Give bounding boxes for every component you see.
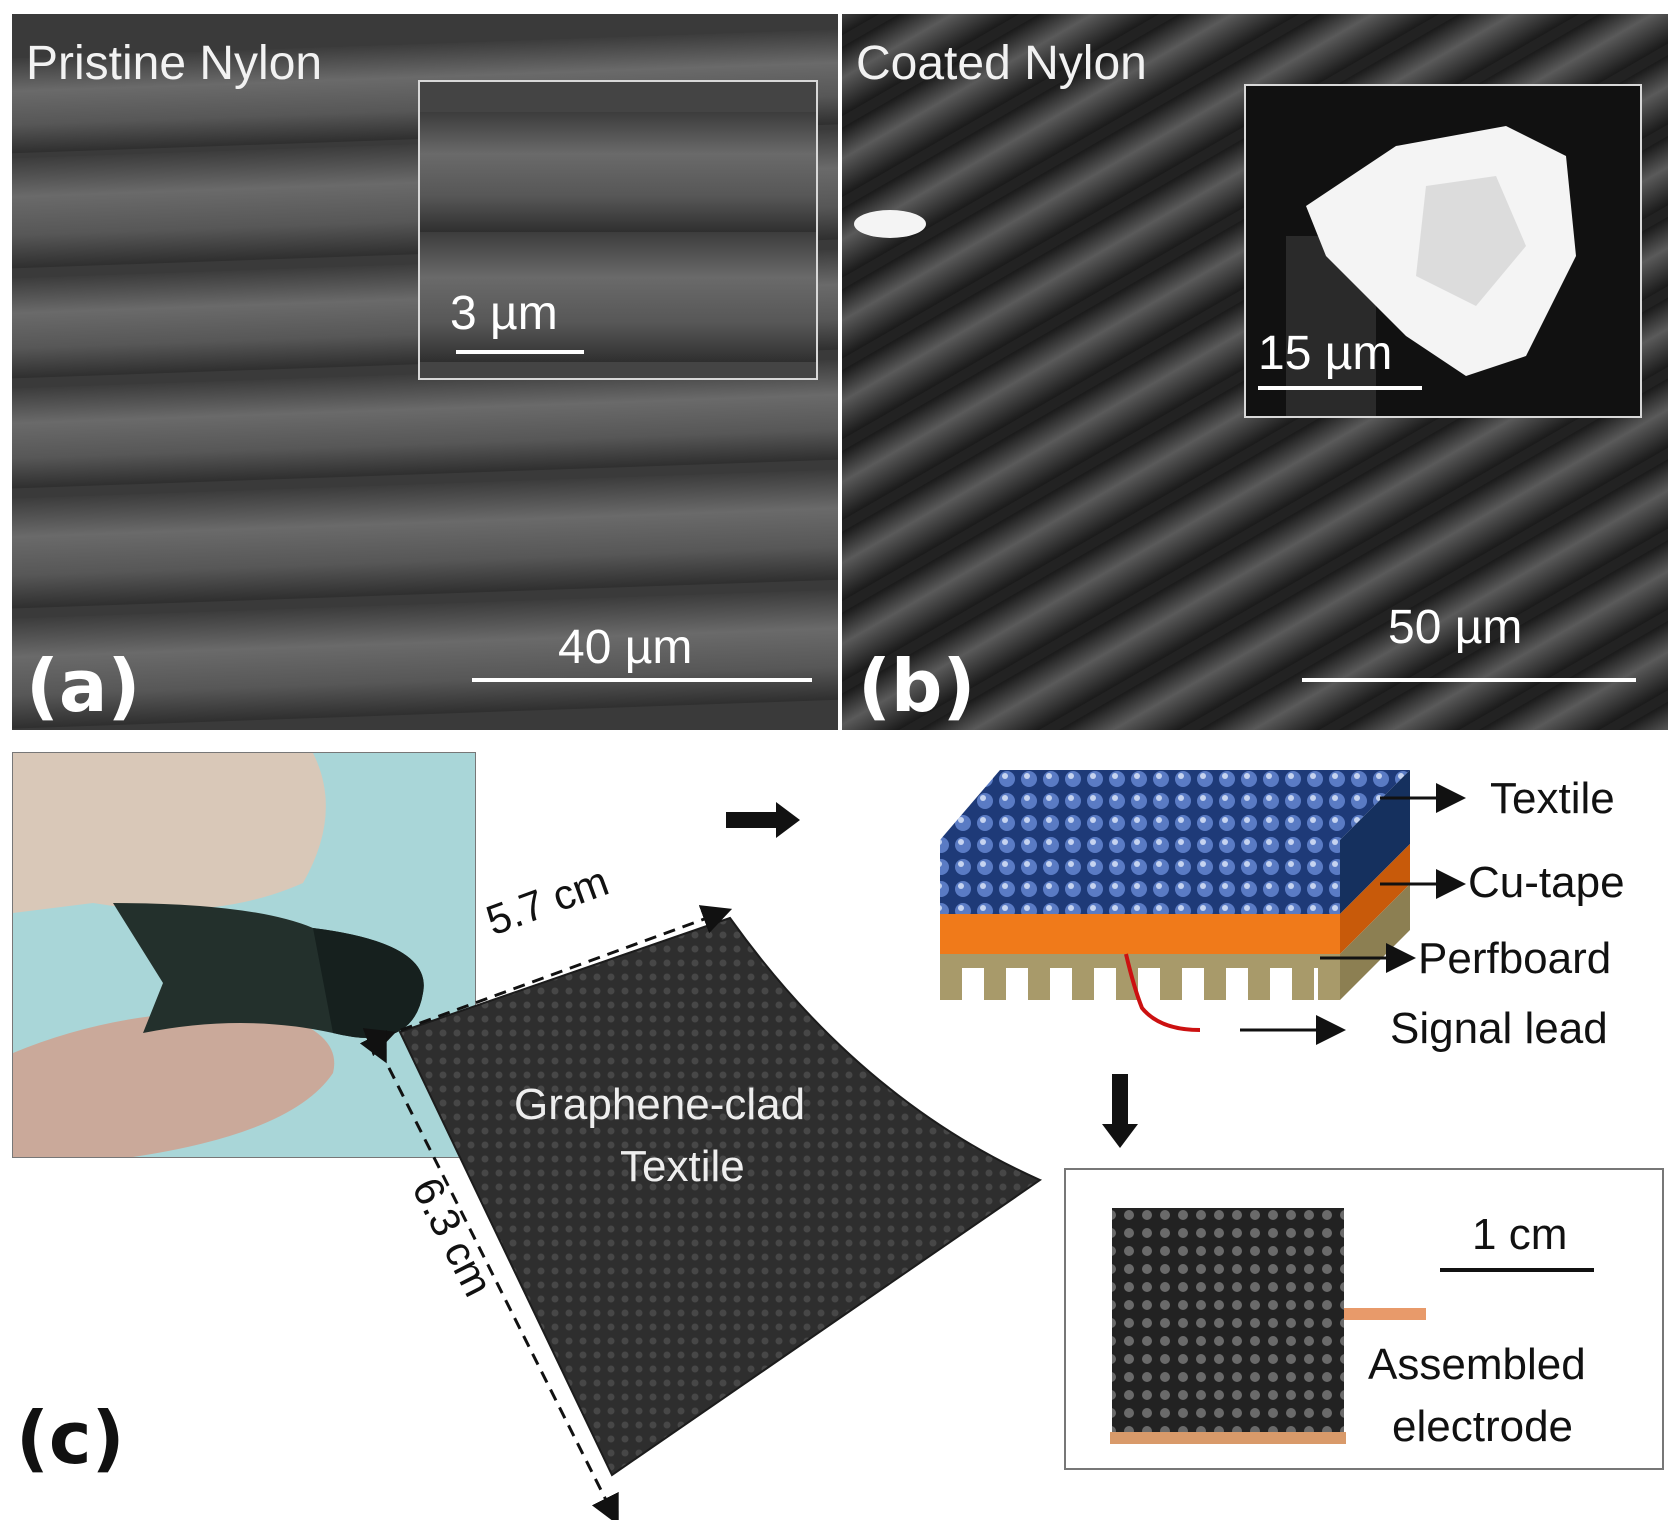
panel-label-b: (b): [858, 644, 976, 728]
coated-scale-label: 50 µm: [1388, 601, 1523, 654]
layer-label-perfboard: Perfboard: [1418, 934, 1612, 983]
dimension-arrows: [360, 905, 733, 1520]
textile-label-line1: Graphene-clad: [514, 1080, 806, 1129]
pristine-inset-scale-label: 3 µm: [450, 287, 558, 340]
coated-nylon-title: Coated Nylon: [856, 37, 1147, 90]
arrow-right-icon: [726, 802, 800, 838]
sem-image-pristine-nylon: Pristine Nylon 3 µm 40 µm (a): [12, 14, 838, 730]
panel-label-a: (a): [26, 644, 141, 728]
coated-inset: 15 µm: [1244, 84, 1642, 418]
textile-label-line2: Textile: [620, 1142, 745, 1191]
coated-inset-scale-bar: [1258, 386, 1422, 390]
electrode-scale-bar: [1440, 1268, 1594, 1272]
assembled-electrode-box: 1 cm Assembled electrode: [1064, 1168, 1664, 1470]
panel-label-c: (c): [16, 1396, 125, 1480]
layer-label-signal-lead: Signal lead: [1390, 1004, 1608, 1053]
electrode-scale-label: 1 cm: [1472, 1210, 1568, 1259]
sem-image-coated-nylon: Coated Nylon 15 µm 50 µm (b): [842, 14, 1668, 730]
layer-label-cu-tape: Cu-tape: [1468, 858, 1625, 907]
pristine-inset-fiber: [420, 82, 816, 378]
layer-pointer-arrows: [1380, 783, 1466, 899]
coated-scale-bar: [1302, 678, 1636, 682]
coated-inset-scale-label: 15 µm: [1258, 327, 1393, 380]
electrode-layer-schematic: [940, 770, 1410, 1032]
layer-pointer-arrows-lower: [1240, 943, 1416, 1045]
pristine-nylon-title: Pristine Nylon: [26, 37, 323, 90]
layer-label-textile: Textile: [1490, 774, 1615, 823]
arrow-down-icon: [1102, 1074, 1138, 1148]
pristine-inset: 3 µm: [418, 80, 818, 380]
assembled-electrode-photo: [1110, 1208, 1426, 1444]
pristine-inset-scale-bar: [456, 350, 584, 354]
pristine-scale-label: 40 µm: [558, 621, 693, 674]
pristine-scale-bar: [472, 678, 812, 682]
electrode-label-line1: Assembled: [1368, 1340, 1586, 1389]
electrode-label-line2: electrode: [1392, 1402, 1574, 1451]
